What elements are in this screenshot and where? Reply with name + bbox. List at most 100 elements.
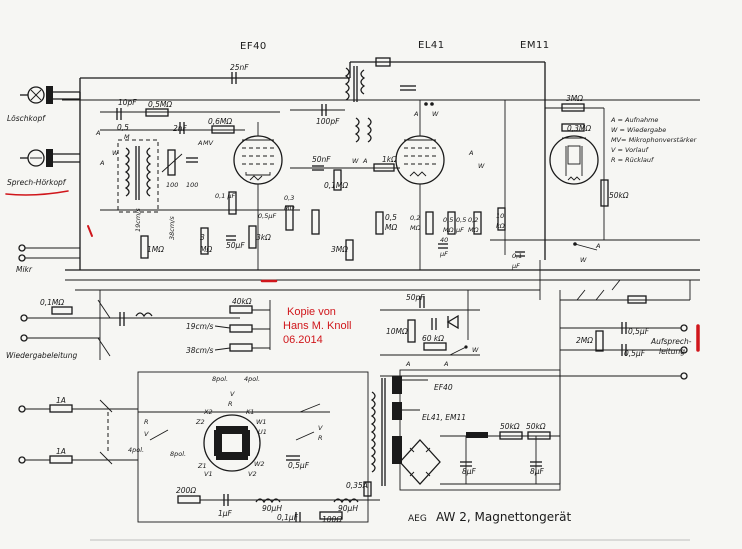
resistor-right-rec xyxy=(627,295,647,304)
cap-40uF xyxy=(438,243,448,249)
label-M: M xyxy=(124,133,130,141)
resistor-3M-mid-label: 3MΩ xyxy=(331,245,348,254)
label-05: 0,5 xyxy=(117,123,129,132)
label-Z2: Z2 xyxy=(195,418,205,426)
tube-title-em11: EM11 xyxy=(520,40,550,51)
resistor-1M xyxy=(140,235,149,259)
tube-el41 xyxy=(395,135,445,185)
tube-title-ef40: EF40 xyxy=(240,41,267,52)
resistor-10M-label: 10MΩ xyxy=(386,327,408,336)
switch-R-2: R xyxy=(228,400,233,408)
power-transformer xyxy=(370,376,402,486)
tube-title-el41: EL41 xyxy=(418,40,445,51)
label-19cm-s-small: 19cm/s xyxy=(134,208,142,232)
switch-A-3: A xyxy=(197,139,202,147)
label-8pol-left: 8pol. xyxy=(170,450,186,458)
cap-50uF xyxy=(226,235,236,241)
switch-R-3: R xyxy=(318,434,323,442)
trimmer-resistor xyxy=(167,149,176,176)
cap-25nF xyxy=(231,72,237,84)
playback-line-label: Wiedergabeleitung xyxy=(6,351,78,360)
switch-W-2: W xyxy=(352,157,359,165)
resistor-06M xyxy=(211,125,235,134)
label-W1: W1 xyxy=(256,418,267,426)
resistor-01M-playback xyxy=(51,306,73,315)
resistor-05M xyxy=(145,108,169,117)
label-03: 0,3 xyxy=(284,194,294,202)
rec-play-head-label: Sprech-Hörkopf xyxy=(7,178,67,187)
label-8pol-top: 8pol. xyxy=(212,375,228,383)
resistor-01M-out xyxy=(311,209,320,235)
title-brand: AEG xyxy=(408,514,427,524)
cap-01uF-motor-label: 0,1µF xyxy=(277,513,299,522)
label-05-b: 0,5 xyxy=(443,216,453,224)
resistor-50k-psu-a-label: 50kΩ xyxy=(500,422,520,431)
coil-el41-right xyxy=(366,117,372,143)
resistor-200 xyxy=(177,495,201,504)
cap-diode xyxy=(431,318,437,330)
resistor-3M-ef40 xyxy=(200,227,209,255)
switch-V-3: V xyxy=(318,424,323,432)
cap-50uF-label: 50µF xyxy=(226,241,245,250)
record-line-label-2: leitung xyxy=(659,347,685,356)
label-uF-40: µF xyxy=(439,250,448,258)
coil-90uH-a xyxy=(255,498,281,504)
motor-section-frame xyxy=(137,371,369,523)
coil-90uH-b-label: 90µH xyxy=(338,504,358,513)
label-05-el41: 0,5 xyxy=(385,213,397,222)
switch-A-5: A xyxy=(468,149,473,157)
speed-19-label: 19cm/s xyxy=(186,322,213,331)
label-mohm-02: MΩ xyxy=(410,224,421,232)
red-mark-left xyxy=(87,225,93,237)
resistor-01M-grid xyxy=(333,169,342,191)
resistor-1k xyxy=(373,163,395,172)
trim-100b-label: 100 xyxy=(186,181,198,189)
caps-playback xyxy=(119,312,125,326)
label-mohm-02b: MΩ xyxy=(468,226,479,234)
tube-em11 xyxy=(549,135,599,185)
resistor-50k-psu-a xyxy=(499,431,523,440)
label-02-b: 0,2 xyxy=(468,216,478,224)
resistor-3k xyxy=(248,225,257,249)
copy-note-line-1: Kopie von xyxy=(287,306,336,318)
fuse-1 xyxy=(49,404,73,413)
resistor-3M-mid xyxy=(345,239,354,261)
input-transformer-shield xyxy=(117,139,159,213)
resistor-50k-psu-b-label: 50kΩ xyxy=(526,422,546,431)
legend-line-3: MV= Mikrophonverstärker xyxy=(611,136,698,144)
cap-05uF-label: 0,5µF xyxy=(258,212,276,220)
resistor-02M-b xyxy=(473,211,482,235)
cap-100pF-label: 100pF xyxy=(316,117,340,126)
label-3: 3 xyxy=(200,233,205,242)
cap-1uF-label: 1µF xyxy=(218,509,233,518)
cap-50pF xyxy=(419,296,425,308)
coil-playback xyxy=(135,312,153,318)
cap-01uF-label: 0,1 µF xyxy=(215,192,236,200)
coil-90uH-a-label: 90µH xyxy=(262,504,282,513)
switch-A-4: A xyxy=(362,157,367,165)
cap-2nF xyxy=(179,122,185,134)
label-01-right: 0,1 xyxy=(512,252,522,260)
resistor-3k-label: 3kΩ xyxy=(256,233,271,242)
legend: A = Aufnahme W = Wiedergabe MV= Mikropho… xyxy=(610,116,698,164)
resistor-06M-label: 0,6MΩ xyxy=(208,117,232,126)
label-V2: V2 xyxy=(248,470,257,478)
resistor-1k-label: 1kΩ xyxy=(382,155,397,164)
resistor-60k-label: 60 kΩ xyxy=(422,334,444,343)
resistor-200-label: 200Ω xyxy=(176,486,196,495)
switch-A-6: A xyxy=(595,242,600,250)
switch-W-3: W xyxy=(478,162,485,170)
cap-25nF-label: 25nF xyxy=(230,63,249,72)
resistor-60k xyxy=(423,342,447,351)
trim-100-label: 100 xyxy=(166,181,178,189)
resistor-3M-em11-label: 3MΩ xyxy=(566,94,583,103)
playback-line-jacks xyxy=(20,314,100,342)
label-kohm: kΩ xyxy=(496,222,505,230)
resistor-03M-em11-label: 0,3MΩ xyxy=(567,124,591,133)
fuse-035A xyxy=(363,481,372,497)
label-V1: V1 xyxy=(204,470,213,478)
legend-line-4: V = Vorlauf xyxy=(611,146,650,154)
resistor-03M xyxy=(285,205,294,231)
resistor-02M xyxy=(425,211,434,235)
